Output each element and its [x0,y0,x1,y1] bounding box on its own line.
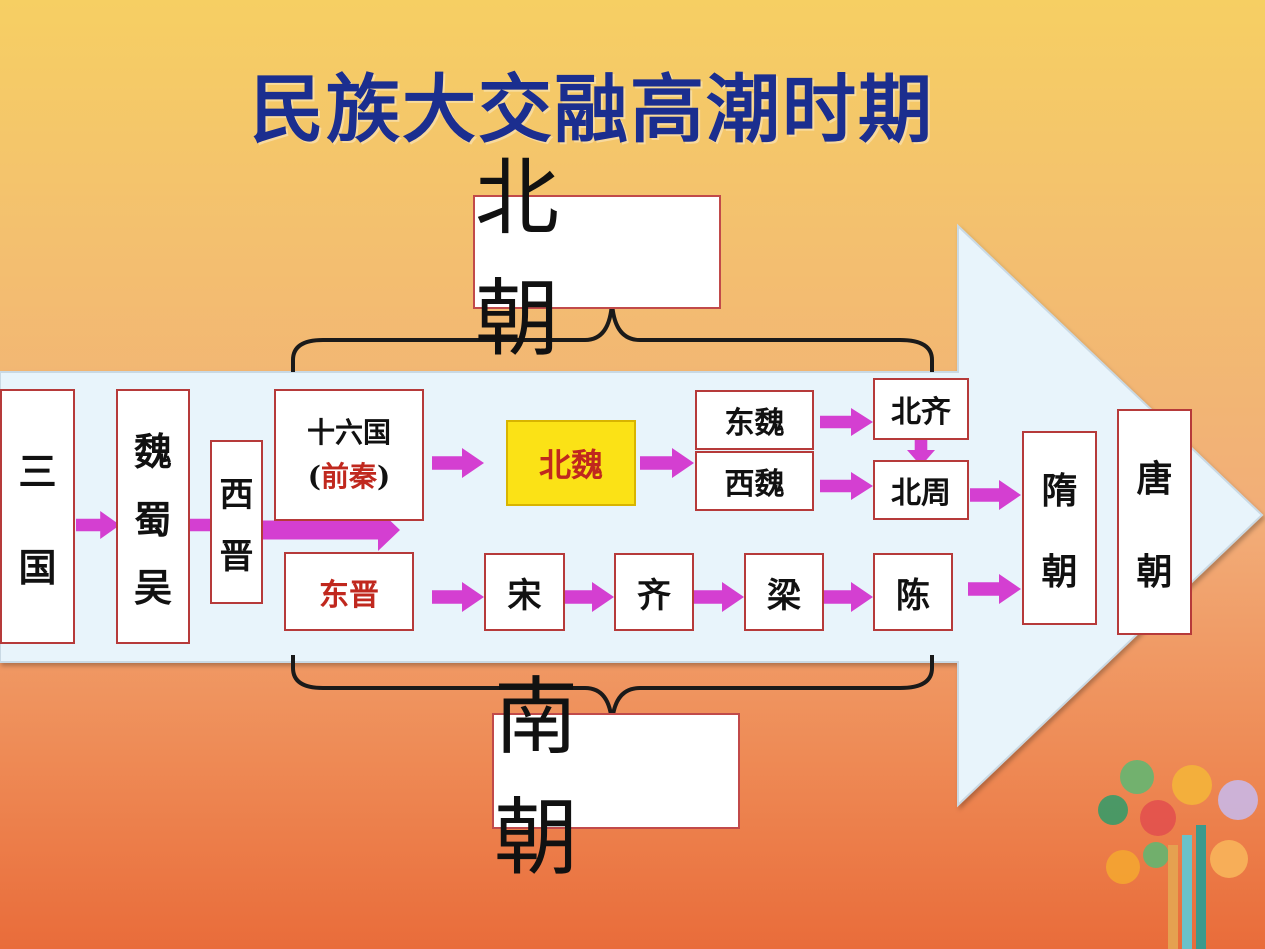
decor-bubble [1140,800,1176,836]
qianqin-text: 前秦 [320,460,377,493]
box-tangchao: 唐 朝 [1117,409,1192,635]
decor-bubble [1098,795,1128,825]
arrow-song-to-qi [565,582,614,612]
box-beiqi: 北齐 [873,378,969,440]
box-song: 宋 [484,553,565,631]
box-beiwei: 北魏 [506,420,636,506]
box-beizhou: 北周 [873,460,969,520]
north-dynasties-label: 北 朝 [473,149,721,368]
box-xiwei: 西魏 [695,451,814,511]
pencil-icon [1196,825,1206,949]
page-title: 民族大交融高潮时期 [250,67,934,153]
arrow-beiwei-to-dongxiwei [640,448,694,478]
box-chen: 陈 [873,553,953,631]
arrow-qi-to-liang [694,582,744,612]
box-qi: 齐 [614,553,694,631]
arrow-xiwei-to-beizhou [820,472,873,500]
arrow-dongjin-to-song [432,582,484,612]
south-dynasties-label: 南 朝 [492,668,740,887]
box-suichao: 隋 朝 [1022,431,1097,625]
decor-bubble [1120,760,1154,794]
pencil-icon [1168,845,1178,949]
arrow-liang-to-chen [824,582,873,612]
box-liang: 梁 [744,553,824,631]
arrow-beiqi-to-beizhou [907,440,935,466]
decor-bubble [1143,842,1169,868]
box-xijin: 西 晋 [210,440,263,604]
qianqin-line: (前秦) [307,460,391,493]
arrow-beizhou-to-sui [970,480,1021,510]
pencil-icon [1182,835,1192,949]
box-shiliuguo: 十六国 (前秦) [274,389,424,521]
timeline-arrow-shape [0,223,1264,808]
arrow-sanguo-to-weishuwu [76,511,120,539]
box-dongwei: 东魏 [695,390,814,450]
arrow-xijin-split [263,509,400,551]
decor-bubble [1210,840,1248,878]
decor-bubble [1106,850,1140,884]
box-dongjin: 东晋 [284,552,414,631]
arrow-chen-to-sui [968,574,1021,604]
arrow-shiliuguo-to-beiwei [432,448,484,478]
decor-bubble [1218,780,1258,820]
box-sanguo: 三 国 [0,389,75,644]
decor-bubble [1172,765,1212,805]
arrow-dongwei-to-beiqi [820,408,873,436]
box-wei-shu-wu: 魏 蜀 吴 [116,389,190,644]
